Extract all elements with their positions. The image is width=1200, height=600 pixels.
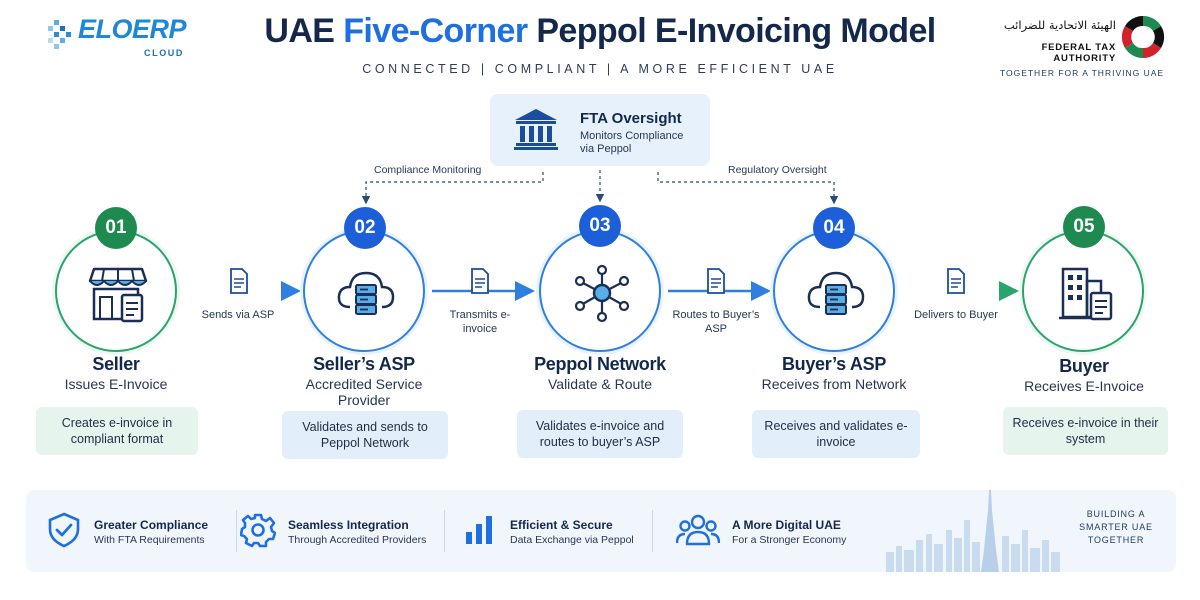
step-badge-05: 05	[1063, 206, 1105, 248]
document-icon	[947, 268, 965, 294]
seller-name: Seller	[92, 354, 140, 374]
page-title: UAE Five-Corner Peppol E-Invoicing Model	[264, 12, 936, 50]
buyer-node	[1022, 230, 1144, 352]
shield-check-icon	[48, 512, 80, 548]
eloerp-logo: ELOERP CLOUD	[46, 14, 187, 58]
gear-icon	[240, 513, 276, 548]
connector-label-2: Transmits e-invoice	[449, 309, 511, 335]
connector-label-1: Sends via ASP	[201, 309, 275, 321]
people-icon	[676, 514, 720, 546]
compliance-monitoring-label: Compliance Monitoring	[374, 164, 482, 176]
benefit-compliance: Greater Compliance With FTA Requirements	[46, 504, 236, 560]
cloud-server-icon	[807, 271, 865, 315]
cloud-server-icon	[337, 271, 395, 315]
peppol-network-name: Peppol Network	[534, 354, 666, 374]
government-building-icon	[514, 109, 558, 150]
buyers-asp-subtitle: Receives from Network	[761, 376, 907, 392]
buyers-asp-name: Buyer’s ASP	[781, 354, 887, 374]
buyer-name: Buyer	[1059, 356, 1109, 376]
sellers-asp-name: Seller’s ASP	[313, 354, 415, 374]
oversight-line-left	[361, 172, 544, 205]
network-hub-icon	[574, 264, 630, 323]
divider	[236, 510, 237, 552]
sellers-asp-subtitle: Accredited Service Provider	[305, 376, 423, 408]
footer-tagline: BUILDING A SMARTER UAE TOGETHER	[1079, 509, 1153, 545]
office-building-icon	[1059, 267, 1113, 321]
seller-description: Creates e-invoice in compliant format	[36, 407, 198, 455]
peppol-network-description: Validates e-invoice and routes to buyer’…	[517, 410, 683, 458]
benefit-title: A More Digital UAE	[732, 518, 841, 532]
document-icon	[707, 268, 725, 294]
benefit-description: With FTA Requirements	[94, 534, 205, 546]
connector-label-4: Delivers to Buyer	[914, 309, 998, 321]
benefit-digital-uae: A More Digital UAE For a Stronger Econom…	[676, 504, 876, 560]
fta-tagline: TOGETHER FOR A THRIVING UAE	[999, 68, 1165, 78]
document-icon	[471, 268, 489, 294]
logo-wordmark: ELOERP	[78, 14, 187, 44]
benefit-title: Greater Compliance	[94, 518, 209, 532]
connector-label-3: Routes to Buyer’s ASP	[672, 309, 760, 335]
benefit-description: Data Exchange via Peppol	[510, 534, 634, 546]
dubai-skyline-illustration	[886, 490, 1060, 572]
regulatory-oversight-label: Regulatory Oversight	[728, 164, 827, 176]
step-badge-03: 03	[579, 205, 621, 247]
oversight-description: Monitors Compliance via Peppol	[580, 130, 684, 155]
logo-subtext: CLOUD	[144, 48, 184, 58]
oversight-title: FTA Oversight	[580, 110, 682, 127]
document-icon	[230, 268, 248, 294]
step-badge-01: 01	[95, 207, 137, 249]
fta-brand: الهيئة الاتحادية للضرائب FEDERAL TAX AUT…	[988, 12, 1178, 82]
benefit-integration: Seamless Integration Through Accredited …	[240, 504, 440, 560]
sellers-asp-description: Validates and sends to Peppol Network	[282, 411, 448, 459]
peppol-network-node	[539, 230, 661, 352]
fta-oversight-card: FTA Oversight Monitors Compliance via Pe…	[490, 94, 710, 166]
benefit-efficiency: Efficient & Secure Data Exchange via Pep…	[462, 504, 652, 560]
benefit-title: Efficient & Secure	[510, 518, 613, 532]
buyer-subtitle: Receives E-Invoice	[1024, 378, 1144, 394]
buyers-asp-description: Receives and validates e-invoice	[752, 410, 920, 458]
benefits-footer: Greater Compliance With FTA Requirements…	[26, 490, 1176, 572]
benefit-description: For a Stronger Economy	[732, 534, 847, 546]
bar-chart-icon	[466, 516, 492, 544]
seller-subtitle: Issues E-Invoice	[64, 376, 168, 392]
seller-node	[55, 230, 177, 352]
fta-emblem-icon	[1121, 15, 1165, 59]
step-badge-02: 02	[344, 207, 386, 249]
sellers-asp-node	[303, 230, 425, 352]
page-subtitle: CONNECTED | COMPLIANT | A MORE EFFICIENT…	[362, 62, 838, 76]
buyer-description: Receives e-invoice in their system	[1003, 407, 1168, 455]
step-badge-04: 04	[813, 207, 855, 249]
fta-english-name: FEDERAL TAX AUTHORITY	[1041, 42, 1116, 64]
divider	[652, 510, 653, 552]
peppol-network-subtitle: Validate & Route	[547, 376, 653, 392]
benefit-title: Seamless Integration	[288, 518, 409, 532]
pixel-logo-icon	[48, 20, 71, 49]
divider	[444, 510, 445, 552]
benefit-description: Through Accredited Providers	[288, 534, 427, 546]
buyers-asp-node	[773, 230, 895, 352]
storefront-icon	[88, 267, 148, 323]
fta-arabic-name: الهيئة الاتحادية للضرائب	[1003, 18, 1116, 32]
oversight-line-right	[657, 172, 839, 205]
